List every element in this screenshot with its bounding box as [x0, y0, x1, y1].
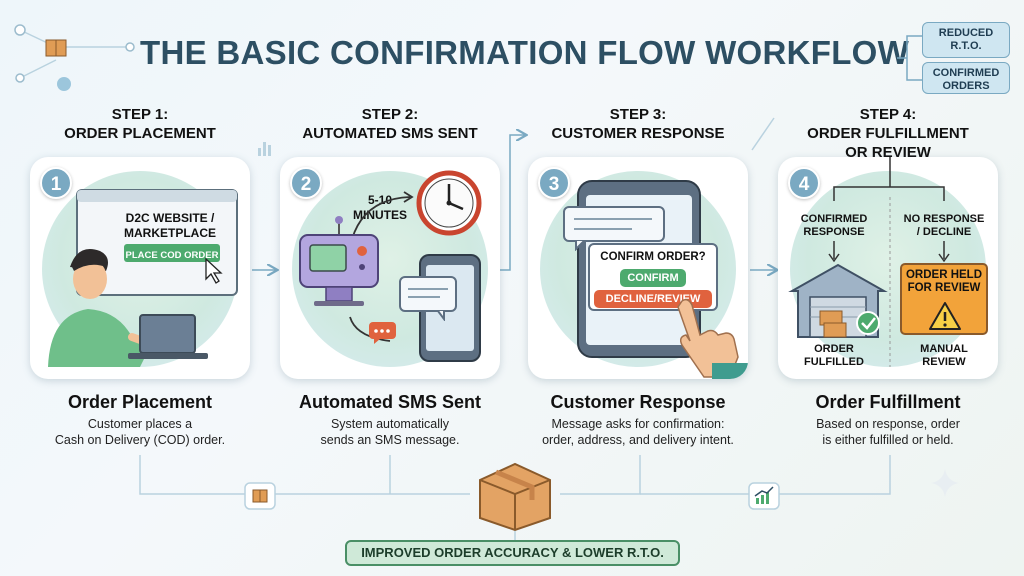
step-3-heading: Customer Response [550, 392, 726, 412]
step-number: 3 [538, 167, 570, 199]
label-line-1: NO RESPONSE [903, 213, 985, 225]
desc-line-1: System automatically [330, 417, 450, 431]
step-number: 2 [290, 167, 322, 199]
hand-pointer-icon [677, 298, 748, 379]
customer-laptop-icon [48, 249, 208, 367]
label-line-2: RESPONSE [803, 226, 865, 238]
step-2-description: System automatically sends an SMS messag… [265, 416, 515, 448]
order-fulfilled-label: ORDER FULFILLED [786, 343, 882, 369]
step-1-heading: Order Placement [67, 392, 213, 412]
manual-review-label: MANUAL REVIEW [894, 343, 994, 369]
step-name-2: OR REVIEW [845, 144, 931, 161]
label-line-2: / DECLINE [916, 226, 972, 238]
sms-bubble-icon [369, 322, 396, 344]
big-package-icon [479, 462, 551, 532]
step-name: ORDER FULFILLMENT [807, 125, 969, 142]
page-title: THE BASIC CONFIRMATION FLOW WORKFLOW [140, 34, 910, 71]
warehouse-icon [788, 263, 888, 338]
badge-confirmed-orders: CONFIRMED ORDERS [922, 62, 1010, 94]
clock-icon [416, 170, 482, 236]
message-bubble-icon [399, 276, 457, 321]
step-label: STEP 1: [111, 106, 169, 123]
step-4-title: STEP 4: ORDER FULFILLMENT OR REVIEW [778, 105, 998, 162]
wait-time-value: 5-10 [367, 193, 393, 207]
package-icon [45, 39, 67, 57]
footer-banner-label: IMPROVED ORDER ACCURACY & LOWER R.T.O. [361, 545, 664, 560]
step-4-heading: Order Fulfillment [815, 392, 961, 412]
step-label: STEP 3: [609, 106, 667, 123]
step-2-heading: Automated SMS Sent [298, 392, 481, 412]
footer-banner: IMPROVED ORDER ACCURACY & LOWER R.T.O. [345, 540, 680, 566]
confirm-order-question: CONFIRM ORDER? [600, 251, 706, 263]
step-3-card: 3 CONFIRM ORDER? CONFIRM DECLINE/REVIEW [528, 157, 748, 379]
label-line-1: ORDER [814, 343, 854, 355]
corner-decoration [14, 24, 135, 91]
desc-line-1: Customer places a [87, 417, 193, 431]
message-bubble-icon [563, 206, 665, 251]
step-number: 4 [788, 167, 820, 199]
website-line-2: MARKETPLACE [124, 226, 216, 240]
step-2-card: 2 5-10 MINUTES [280, 157, 500, 379]
order-held-label: ORDER HELD FOR REVIEW [900, 269, 988, 295]
step-4-description: Based on response, order is either fulfi… [763, 416, 1013, 448]
step-1-description: Customer places a Cash on Delivery (COD)… [15, 416, 265, 448]
confirmed-response-label: CONFIRMED RESPONSE [786, 213, 882, 239]
branch-connector [828, 157, 950, 367]
wait-time-label: 5-10 MINUTES [350, 193, 410, 223]
order-held-box [900, 263, 988, 335]
desc-line-1: Message asks for confirmation: [551, 417, 725, 431]
badge-label: CONFIRMED ORDERS [932, 67, 1000, 92]
step-1-title: STEP 1: ORDER PLACEMENT [30, 105, 250, 143]
website-label: D2C WEBSITE / MARKETPLACE [110, 211, 230, 241]
robot-icon [299, 216, 379, 306]
laptop-icon [128, 314, 208, 359]
wait-time-unit: MINUTES [353, 208, 407, 222]
website-line-1: D2C WEBSITE / [125, 211, 215, 225]
label-line-1: CONFIRMED [800, 213, 868, 225]
badge-label: REDUCED R.T.O. [938, 27, 994, 52]
desc-line-2: is either fulfilled or held. [822, 433, 954, 447]
chart-icon [748, 482, 780, 510]
no-response-label: NO RESPONSE / DECLINE [894, 213, 994, 239]
step-name: AUTOMATED SMS SENT [302, 125, 478, 142]
desc-line-2: sends an SMS message. [320, 433, 460, 447]
warning-icon [929, 302, 961, 330]
step-name: ORDER PLACEMENT [64, 125, 216, 142]
package-icon [244, 482, 276, 510]
badge-reduced-rto: REDUCED R.T.O. [922, 22, 1010, 58]
step-3-title: STEP 3: CUSTOMER RESPONSE [528, 105, 748, 143]
step-name: CUSTOMER RESPONSE [551, 125, 725, 142]
step-3-description: Message asks for confirmation: order, ad… [513, 416, 763, 448]
step-label: STEP 4: [859, 106, 917, 123]
step-label: STEP 2: [361, 106, 419, 123]
label-line-2: FOR REVIEW [907, 282, 981, 294]
label-line-1: MANUAL [920, 343, 968, 355]
desc-line-1: Based on response, order [816, 417, 960, 431]
browser-window-icon [76, 189, 238, 296]
label-line-2: REVIEW [922, 356, 966, 368]
step-2-title: STEP 2: AUTOMATED SMS SENT [280, 105, 500, 143]
label-line-1: ORDER HELD [905, 269, 983, 281]
sparkle-icon [931, 469, 959, 497]
step-4-card: 4 CONFIRMED RESPONSE NO RESPONSE / DECLI… [778, 157, 998, 379]
badge-connector [897, 35, 923, 81]
step-1-card: 1 D2C WEBSITE / MARKETPLACE PLACE COD OR… [30, 157, 250, 379]
label-line-2: FULFILLED [804, 356, 864, 368]
step-number: 1 [40, 167, 72, 199]
desc-line-2: Cash on Delivery (COD) order. [54, 433, 226, 447]
desc-line-2: order, address, and delivery intent. [542, 433, 734, 447]
confirm-button[interactable]: CONFIRM [620, 269, 686, 287]
place-cod-order-button[interactable]: PLACE COD ORDER [125, 250, 219, 261]
